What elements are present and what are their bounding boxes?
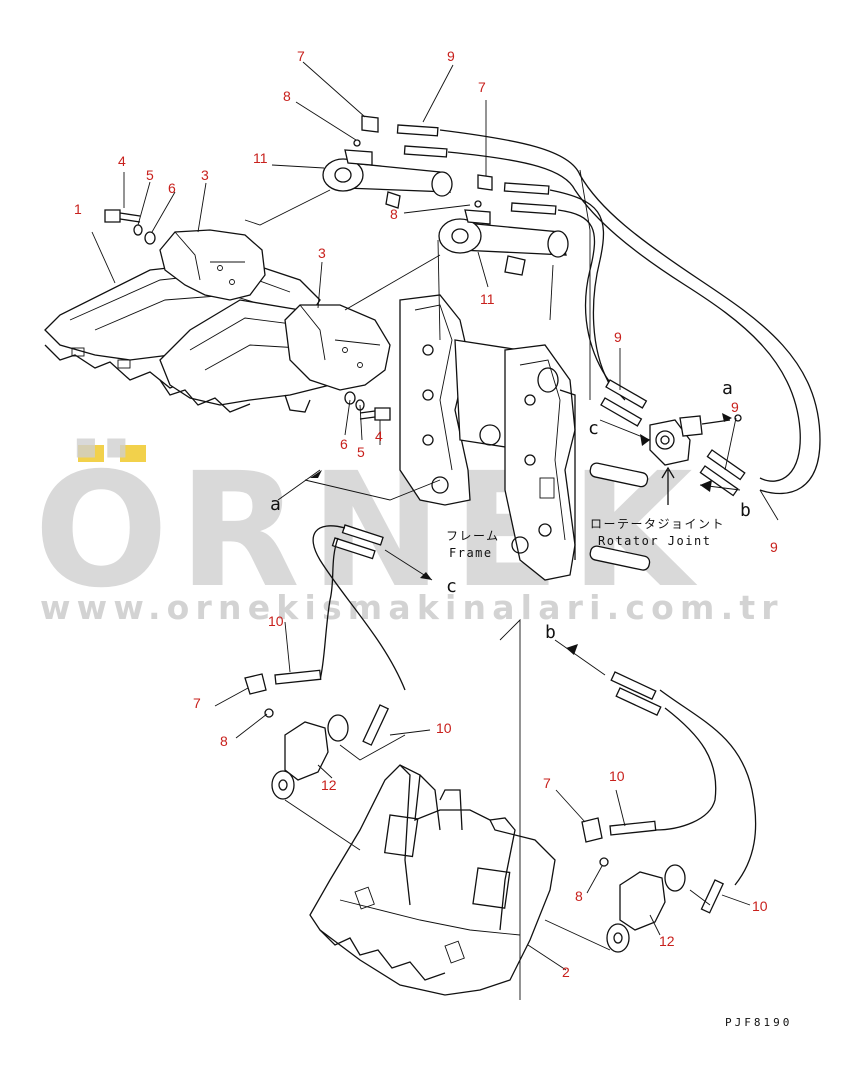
callout-11-upper: 11 xyxy=(253,150,268,166)
connector-letters: a a b b c c xyxy=(270,378,751,655)
arrow-b-right xyxy=(700,480,712,492)
watermark-brand: ÖRNEK xyxy=(34,437,703,623)
watermark: ÖRNEK www.ornekismakinalari.com.tr xyxy=(34,437,784,627)
text-labels: フレーム Frame ローテータジョイント Rotator Joint PJF8… xyxy=(446,517,792,1029)
arrow-c-lower xyxy=(420,572,432,580)
callout-10-right-upper: 10 xyxy=(609,768,625,784)
drawing-code: PJF8190 xyxy=(725,1016,792,1029)
shoe-assembly-top xyxy=(44,209,391,421)
callout-6-lower: 6 xyxy=(340,436,348,452)
rotator-label-jp: ローテータジョイント xyxy=(590,517,725,531)
frame-label-en: Frame xyxy=(449,546,493,560)
callout-5-lower: 5 xyxy=(357,444,365,460)
arrow-b-lower xyxy=(566,644,578,655)
callout-10-left-lower: 10 xyxy=(436,720,452,736)
callout-7-top-left: 7 xyxy=(297,48,305,64)
callout-10-left-upper: 10 xyxy=(268,613,284,629)
callout-6-upper: 6 xyxy=(168,180,176,196)
callout-7-lower-right: 7 xyxy=(543,775,551,791)
callout-3-middle: 3 xyxy=(318,245,326,261)
connector-a-left: a xyxy=(270,494,281,515)
frame-label-jp: フレーム xyxy=(446,529,500,543)
callout-10-right-lower: 10 xyxy=(752,898,768,914)
callout-9-right-lower: 9 xyxy=(770,539,778,555)
arrow-c-right xyxy=(640,434,650,446)
callout-8-lower-left: 8 xyxy=(220,733,228,749)
cylinder-11-lower xyxy=(438,209,569,276)
rotator-label-en: Rotator Joint xyxy=(598,534,711,548)
rotator-joint xyxy=(589,414,742,571)
callout-5-upper: 5 xyxy=(146,167,154,183)
connector-b-right: b xyxy=(740,500,751,521)
callout-4-upper: 4 xyxy=(118,153,126,169)
callout-4-lower: 4 xyxy=(375,428,383,444)
callout-numbers: 1 2 3 3 4 4 5 5 6 6 7 7 7 7 8 8 8 8 9 9 … xyxy=(74,48,778,980)
callout-3-upper: 3 xyxy=(201,167,209,183)
callout-9-top: 9 xyxy=(447,48,455,64)
callout-8-top-left: 8 xyxy=(283,88,291,104)
callout-8-top-middle: 8 xyxy=(390,206,398,222)
shoe-assembly-bottom xyxy=(309,764,556,996)
leader-lines xyxy=(91,61,779,1000)
callout-7-top-right: 7 xyxy=(478,79,486,95)
frame xyxy=(399,294,576,581)
callout-12-left: 12 xyxy=(321,777,337,793)
callout-12-right: 12 xyxy=(659,933,675,949)
callout-2: 2 xyxy=(562,964,570,980)
lower-right-hose xyxy=(581,671,757,953)
callout-9-middle: 9 xyxy=(614,329,622,345)
callout-1: 1 xyxy=(74,201,82,217)
watermark-url: www.ornekismakinalari.com.tr xyxy=(40,588,784,627)
arrow-rotator-pointer xyxy=(661,466,675,505)
callout-9-right-upper: 9 xyxy=(731,399,739,415)
callout-7-lower-left: 7 xyxy=(193,695,201,711)
connector-b-lower: b xyxy=(545,622,556,643)
watermark-umlaut-left xyxy=(78,445,104,462)
connector-a-right: a xyxy=(722,378,733,399)
arrow-a-left xyxy=(310,470,322,478)
fittings-top xyxy=(353,115,493,208)
lower-left-hose xyxy=(244,524,406,800)
cylinder-11-upper xyxy=(322,149,453,209)
connector-c-lower: c xyxy=(446,576,457,597)
watermark-umlaut-right xyxy=(120,445,146,462)
callout-8-lower-right: 8 xyxy=(575,888,583,904)
connector-c-right: c xyxy=(588,418,599,439)
callout-11-lower: 11 xyxy=(480,291,495,307)
arrow-a-right xyxy=(722,413,732,422)
